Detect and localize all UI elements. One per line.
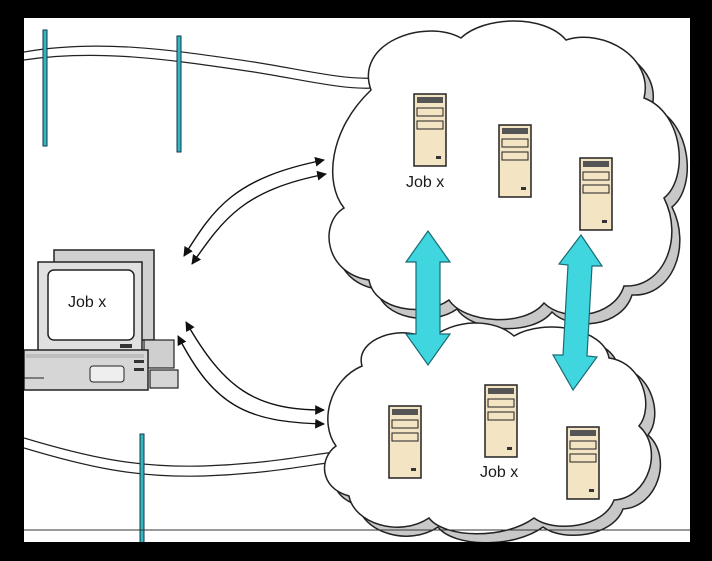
utility-pole-icon bbox=[176, 35, 182, 153]
server-tower-icon bbox=[566, 426, 600, 500]
computer-upper-cloud-arrows bbox=[183, 156, 327, 265]
bottom-power-lines bbox=[24, 437, 335, 477]
server-tower-icon bbox=[484, 384, 518, 458]
utility-pole-icon bbox=[139, 433, 145, 542]
server-tower-icon bbox=[579, 157, 613, 231]
computer-lower-cloud-arrows bbox=[177, 321, 325, 429]
server-tower-icon bbox=[413, 93, 447, 167]
diagram-canvas: Job x Job x Job x bbox=[24, 18, 690, 542]
server-tower-icon bbox=[498, 124, 532, 198]
computer-job-label: Job x bbox=[68, 294, 107, 311]
network-diagram bbox=[24, 20, 690, 542]
cloud-link-right bbox=[551, 233, 604, 392]
desktop-computer-icon bbox=[24, 249, 179, 391]
cloud-link-left bbox=[404, 229, 452, 367]
top-power-lines bbox=[24, 45, 375, 89]
utility-pole-icon bbox=[42, 29, 48, 147]
lower-cloud-job-label: Job x bbox=[480, 464, 519, 481]
upper-cloud-job-label: Job x bbox=[406, 174, 445, 191]
server-tower-icon bbox=[388, 405, 422, 479]
